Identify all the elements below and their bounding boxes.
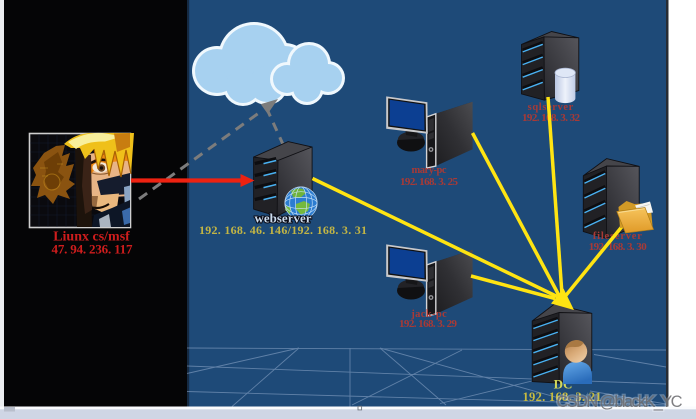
svg-text:192. 168. 3. 25: 192. 168. 3. 25 xyxy=(400,176,459,188)
svg-text:192. 168. 3. 21: 192. 168. 3. 21 xyxy=(523,390,602,404)
svg-text:Liunx cs/msf: Liunx cs/msf xyxy=(53,230,130,245)
svg-text:192. 168. 3. 32: 192. 168. 3. 32 xyxy=(522,112,581,124)
svg-text:47. 94. 236. 117: 47. 94. 236. 117 xyxy=(52,242,134,257)
svg-text:mary-pc: mary-pc xyxy=(412,165,447,176)
svg-text:CSDN @blackK_YC: CSDN @blackK_YC xyxy=(557,393,683,411)
svg-text:webserver: webserver xyxy=(255,211,312,226)
svg-text:192. 168. 3. 29: 192. 168. 3. 29 xyxy=(399,318,458,330)
svg-text:CSDN @blackK_YC: CSDN @blackK_YC xyxy=(557,393,683,411)
svg-text:fileserver: fileserver xyxy=(593,231,642,242)
svg-text:jack-pc: jack-pc xyxy=(410,309,447,320)
svg-text:192. 168. 46. 146/192. 168. 3.: 192. 168. 46. 146/192. 168. 3. 31 xyxy=(199,223,367,237)
svg-text:192. 168. 3. 30: 192. 168. 3. 30 xyxy=(589,241,648,253)
svg-text:sqlserver: sqlserver xyxy=(528,102,574,113)
